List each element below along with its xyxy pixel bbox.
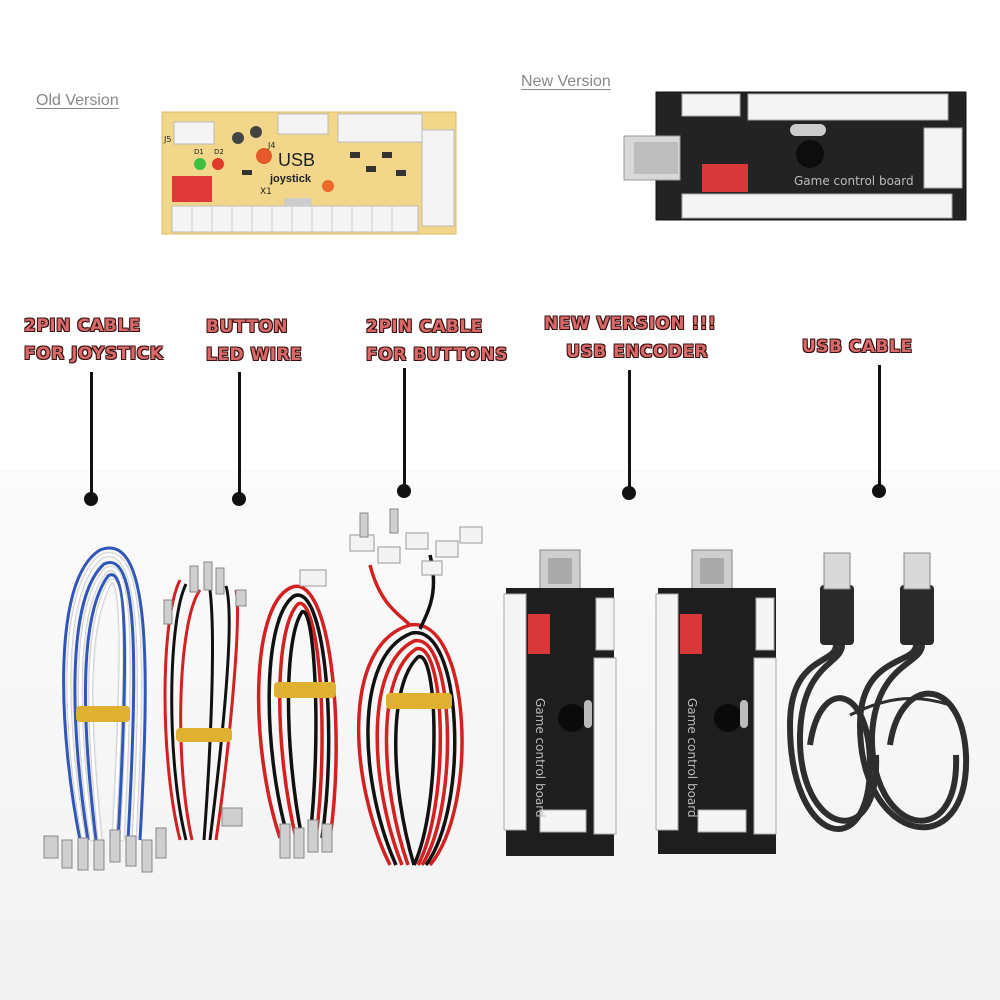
leader-dot-encoder bbox=[622, 486, 636, 500]
leader-dot-buttons bbox=[397, 484, 411, 498]
encoder-2-silk: Game control board bbox=[685, 698, 699, 818]
old-board-silk-j4: J4 bbox=[267, 141, 275, 150]
callout-button-cable-line1: 2PIN CABLE bbox=[366, 317, 483, 337]
new-version-label: New Version bbox=[521, 73, 611, 90]
new-board-silk: Game control board bbox=[794, 174, 914, 188]
callout-usb-cable-line1: USB CABLE bbox=[802, 337, 913, 357]
callout-joystick-cable: 2PIN CABLE FOR JOYSTICK bbox=[24, 312, 163, 368]
old-board-silk-joystick: joystick bbox=[269, 173, 312, 185]
callout-encoder: NEW VERSION !!! USB ENCODER bbox=[544, 310, 716, 366]
leader-dot-usb bbox=[872, 484, 886, 498]
led-wire-bundle bbox=[163, 561, 247, 841]
old-board-silk-d1: D1 bbox=[194, 148, 204, 156]
callout-led-wire: BUTTON LED WIRE bbox=[206, 313, 302, 369]
usb-encoder-board-1: Game control board bbox=[503, 549, 617, 856]
usb-cable-bundle bbox=[786, 552, 970, 832]
leader-dot-joystick bbox=[84, 492, 98, 506]
callout-led-wire-line2: LED WIRE bbox=[206, 345, 303, 365]
callout-encoder-line1: NEW VERSION !!! bbox=[544, 314, 717, 334]
old-version-label: Old Version bbox=[36, 92, 119, 109]
callout-encoder-line2: USB ENCODER bbox=[566, 342, 709, 362]
leader-line-led bbox=[238, 372, 241, 496]
leader-line-encoder bbox=[628, 370, 631, 492]
button-cable-bundle-2 bbox=[349, 508, 483, 867]
new-board-image: Game control board bbox=[623, 91, 967, 221]
callout-joystick-cable-line2: FOR JOYSTICK bbox=[24, 344, 164, 364]
old-board-image: USB joystick J4 J5 X1 D1 D2 bbox=[161, 111, 457, 235]
callout-led-wire-line1: BUTTON bbox=[206, 317, 289, 337]
leader-line-joystick bbox=[90, 372, 93, 496]
callout-button-cable: 2PIN CABLE FOR BUTTONS bbox=[366, 313, 508, 369]
usb-encoder-board-2: Game control board bbox=[655, 549, 777, 854]
joystick-cable-bundle bbox=[43, 546, 167, 873]
old-board-silk-usb: USB bbox=[278, 150, 315, 170]
callout-joystick-cable-line1: 2PIN CABLE bbox=[24, 316, 141, 336]
encoder-1-silk: Game control board bbox=[533, 698, 547, 818]
leader-line-usb bbox=[878, 365, 881, 489]
leader-dot-led bbox=[232, 492, 246, 506]
old-board-silk-d2: D2 bbox=[214, 148, 224, 156]
old-board-silk-x1: X1 bbox=[260, 187, 272, 197]
callout-usb-cable: USB CABLE bbox=[802, 333, 912, 361]
old-board-silk-j5: J5 bbox=[163, 135, 171, 144]
leader-line-buttons bbox=[403, 368, 406, 490]
button-cable-bundle-1 bbox=[256, 569, 338, 859]
callout-button-cable-line2: FOR BUTTONS bbox=[366, 345, 508, 365]
